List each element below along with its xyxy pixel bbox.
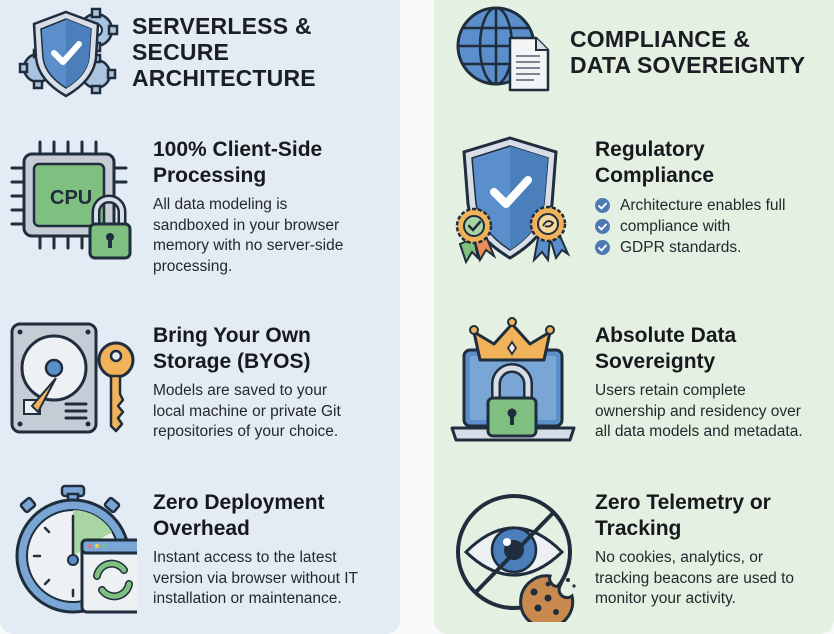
left-panel-title: SERVERLESS & SECURE ARCHITECTURE xyxy=(132,13,316,91)
feature-title: 100% Client-Side xyxy=(153,138,323,161)
feature-description: All data modeling is sandboxed in your b… xyxy=(153,195,343,277)
feature-description: No cookies, analytics, or tracking beaco… xyxy=(595,548,794,610)
hard-drive-key-icon xyxy=(10,322,135,434)
left-panel-header: SERVERLESS & SECURE ARCHITECTURE xyxy=(14,6,316,98)
check-circle-icon xyxy=(595,240,610,255)
feature-title: Compliance xyxy=(595,164,715,187)
feature-title: Overhead xyxy=(153,517,250,540)
feature-title: Sovereignty xyxy=(595,350,716,373)
description-line: local machine or private Git xyxy=(153,402,341,420)
feature-title: Storage (BYOS) xyxy=(153,350,311,373)
header-title-line: ARCHITECTURE xyxy=(132,65,316,91)
compliance-sovereignty-panel: COMPLIANCE & DATA SOVEREIGNTY Regulatory… xyxy=(434,0,834,634)
feature-absolute-data-sovereignty: Absolute Data Sovereignty Users retain c… xyxy=(595,323,803,443)
feature-description: Users retain complete ownership and resi… xyxy=(595,381,803,443)
description-line: No cookies, analytics, or xyxy=(595,549,763,566)
shield-badges-icon xyxy=(455,136,571,265)
header-title-line: DATA SOVEREIGNTY xyxy=(570,52,806,78)
checklist-item: Architecture enables full xyxy=(595,195,785,216)
feature-title: Zero Deployment xyxy=(153,491,325,514)
description-line: installation or maintenance. xyxy=(153,590,342,607)
feature-zero-telemetry: Zero Telemetry or Tracking No cookies, a… xyxy=(595,490,794,610)
feature-title: Regulatory xyxy=(595,138,705,161)
feature-title: Absolute Data xyxy=(595,324,737,347)
checklist-text: GDPR standards. xyxy=(620,239,742,256)
svg-text:CPU: CPU xyxy=(50,187,92,209)
compliance-checklist: Architecture enables full compliance wit… xyxy=(595,195,785,258)
header-title-line: COMPLIANCE & xyxy=(570,26,751,52)
no-eye-cookie-icon xyxy=(456,494,576,622)
header-title-line: SECURE xyxy=(132,39,230,65)
checklist-item: GDPR standards. xyxy=(595,237,785,258)
feature-bring-your-own-storage: Bring Your Own Storage (BYOS) Models are… xyxy=(153,323,341,443)
globe-document-icon xyxy=(456,6,550,92)
header-title-line: SERVERLESS & xyxy=(132,13,312,39)
description-line: processing. xyxy=(153,257,233,275)
laptop-crown-lock-icon xyxy=(450,317,576,442)
description-line: memory with no server-side xyxy=(153,237,344,254)
checklist-text: Architecture enables full xyxy=(620,197,786,214)
feature-title: Zero Telemetry or xyxy=(595,491,771,514)
feature-description: Models are saved to your local machine o… xyxy=(153,381,341,443)
checklist-item: compliance with xyxy=(595,216,785,237)
description-line: Users retain complete xyxy=(595,382,746,399)
stopwatch-browser-refresh-icon xyxy=(15,484,137,614)
feature-description: Instant access to the latest version via… xyxy=(153,548,358,610)
feature-zero-deployment-overhead: Zero Deployment Overhead Instant access … xyxy=(153,490,358,610)
description-line: Instant access to the latest xyxy=(153,549,337,566)
serverless-architecture-panel: SERVERLESS & SECURE ARCHITECTURE CPU 100… xyxy=(0,0,400,634)
feature-regulatory-compliance: Regulatory Compliance Architecture enabl… xyxy=(595,137,785,258)
feature-client-side-processing: 100% Client-Side Processing All data mod… xyxy=(153,137,343,277)
check-circle-icon xyxy=(595,198,610,213)
description-line: all data models and metadata. xyxy=(595,423,803,440)
right-panel-title: COMPLIANCE & DATA SOVEREIGNTY xyxy=(570,26,805,78)
description-line: All data modeling is xyxy=(153,196,288,213)
feature-title: Processing xyxy=(153,164,267,187)
description-line: monitor your activity. xyxy=(595,590,736,607)
description-line: ownership and residency over xyxy=(595,402,801,420)
description-line: Models are saved to your xyxy=(153,382,328,399)
checklist-text: compliance with xyxy=(620,218,731,235)
description-line: version via browser without IT xyxy=(153,569,359,587)
shield-check-gears-icon xyxy=(18,7,119,98)
feature-title: Tracking xyxy=(595,517,682,540)
description-line: repositories of your choice. xyxy=(153,423,339,440)
feature-title: Bring Your Own xyxy=(153,324,311,347)
check-circle-icon xyxy=(595,219,610,234)
description-line: tracking beacons are used to xyxy=(595,569,795,587)
description-line: sandboxed in your browser xyxy=(153,216,340,234)
cpu-lock-icon: CPU xyxy=(10,140,132,260)
